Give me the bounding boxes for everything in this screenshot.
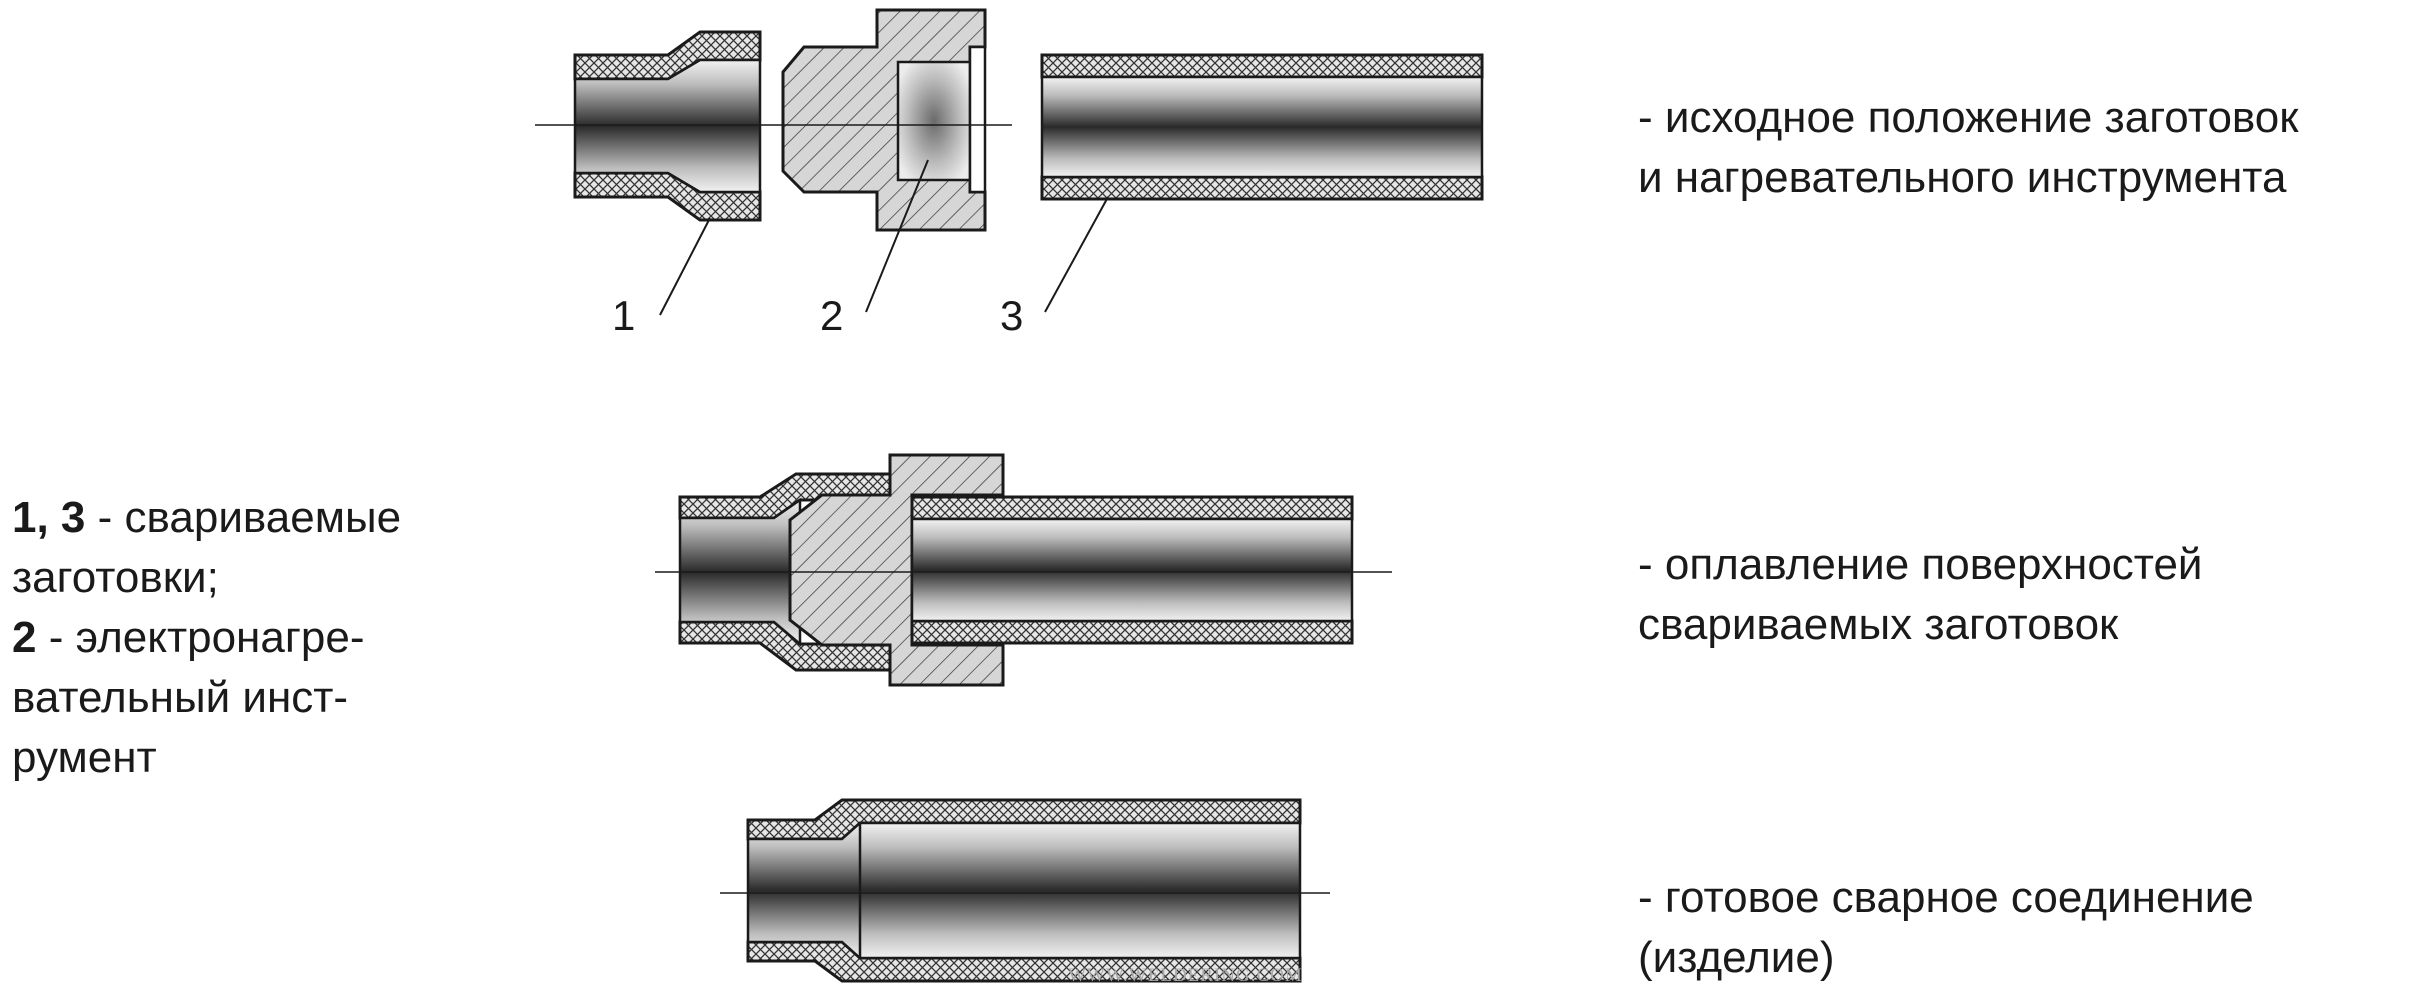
legend-row-1-3: 1, 3 - свариваемые xyxy=(12,488,401,548)
part1-socket xyxy=(573,30,762,222)
legend-part-2: 2 xyxy=(12,613,37,662)
legend-text-2a: - электронагре- xyxy=(36,613,365,662)
stage1-drawing xyxy=(535,8,1484,316)
stage1-caption-line1: - исходное положение заготовок xyxy=(1638,93,2299,142)
part2-heating-tool xyxy=(781,8,987,232)
callout-leader-3 xyxy=(1044,196,1109,313)
legend-row-2: 2 - электронагре- xyxy=(12,608,401,668)
watermark: WWW.WELDERING.COM xyxy=(1068,965,1303,986)
legend-parts-1-3: 1, 3 xyxy=(12,493,86,542)
parts-legend: 1, 3 - свариваемые заготовки; 2 - электр… xyxy=(12,488,401,788)
callout-leader-1 xyxy=(659,217,711,316)
stage1-caption-line2: и нагревательного инструмента xyxy=(1638,153,2287,202)
legend-text-1-3b: заготовки; xyxy=(12,553,219,602)
legend-text-2b: вательный инст- xyxy=(12,673,349,722)
part3-pipe xyxy=(1040,53,1484,201)
callout-2: 2 xyxy=(820,292,844,339)
stage3-caption-line2: (изделие) xyxy=(1638,933,1835,982)
stage3-drawing xyxy=(720,798,1330,983)
callout-leader-2 xyxy=(865,159,929,313)
stage2-drawing xyxy=(655,453,1392,687)
callout-3: 3 xyxy=(1000,292,1024,339)
legend-text-2c: румент xyxy=(12,733,157,782)
callout-1: 1 xyxy=(612,292,636,339)
stage2-caption-line1: - оплавление поверхностей xyxy=(1638,540,2203,589)
legend-text-1-3a: - свариваемые xyxy=(85,493,402,542)
stage3-caption-line1: - готовое сварное соединение xyxy=(1638,873,2254,922)
stage2-caption-line2: свариваемых заготовок xyxy=(1638,600,2119,649)
